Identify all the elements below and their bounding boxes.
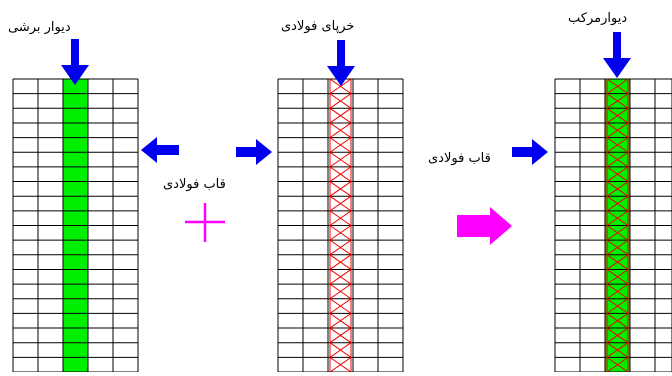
steel-brace-frame (277, 78, 404, 373)
steel-brace-brace-diagonal (329, 122, 352, 139)
composite-wall-brace-diagonal (606, 93, 629, 109)
composite-wall-frame (554, 78, 672, 373)
right-arrow-icon (236, 139, 272, 165)
composite-wall-brace-diagonal (606, 269, 629, 285)
composite-wall-brace-diagonal (606, 78, 629, 95)
composite-wall-brace-diagonal (606, 356, 629, 373)
steel-brace-brace-diagonal (329, 107, 352, 124)
composite-wall-brace-diagonal (606, 225, 629, 241)
composite-wall-brace-diagonal (606, 122, 629, 139)
steel-brace-brace-diagonal (329, 342, 352, 358)
composite-wall-brace-diagonal (606, 181, 629, 197)
steel-brace-brace-diagonal (329, 93, 352, 109)
frames-layer (12, 78, 672, 373)
steel-brace-brace-diagonal (329, 254, 352, 270)
composite-wall-brace-diagonal (606, 298, 629, 314)
steel-brace-brace-diagonal (329, 298, 352, 314)
steel-brace-brace-diagonal (329, 283, 352, 300)
composite-wall-brace-diagonal (606, 283, 629, 300)
steel-brace-brace-diagonal (329, 269, 352, 285)
steel-brace-brace-diagonal (329, 166, 352, 182)
right-arrow-icon (512, 139, 548, 165)
load-arrow-icon (61, 39, 89, 85)
composite-wall-brace-diagonal (606, 166, 629, 182)
steel-brace-brace-diagonal (329, 137, 352, 153)
left-arrow-icon (141, 137, 179, 163)
composite-wall-brace-diagonal (606, 239, 629, 256)
steel-frame-label-left: قاب فولادی (163, 177, 226, 192)
composite-wall-brace-diagonal (606, 342, 629, 358)
composite-wall-brace-diagonal (606, 137, 629, 153)
composite-wall-label: دیوارمرکب (568, 11, 628, 26)
steel-brace-brace-diagonal (329, 210, 352, 226)
steel-brace-brace-diagonal (329, 225, 352, 241)
composite-wall-brace-diagonal (606, 210, 629, 226)
steel-brace-brace-diagonal (329, 195, 352, 212)
shear-wall-frame (12, 78, 139, 373)
load-arrow-icon (603, 32, 631, 78)
steel-brace-brace-diagonal (329, 181, 352, 197)
composite-wall-brace-diagonal (606, 254, 629, 270)
steel-brace-brace-diagonal (329, 239, 352, 256)
steel-brace-brace-diagonal (329, 151, 352, 168)
steel-brace-brace-diagonal (329, 356, 352, 373)
steel-brace-brace-diagonal (329, 78, 352, 95)
composite-wall-brace-diagonal (606, 312, 629, 329)
composite-wall-brace-diagonal (606, 107, 629, 124)
steel-brace-brace-diagonal (329, 327, 352, 344)
composite-wall-brace-diagonal (606, 195, 629, 212)
load-arrow-icon (327, 40, 355, 86)
steel-brace-label: خرپای فولادی (281, 19, 355, 34)
shear-wall-label: دیوار برشی (8, 20, 71, 35)
arrows-layer (61, 32, 631, 245)
composite-wall-brace-diagonal (606, 327, 629, 344)
result-arrow-icon (457, 207, 512, 245)
steel-brace-brace-diagonal (329, 312, 352, 329)
composite-wall-brace-diagonal (606, 151, 629, 168)
steel-frame-label-right: قاب فولادی (428, 151, 491, 166)
